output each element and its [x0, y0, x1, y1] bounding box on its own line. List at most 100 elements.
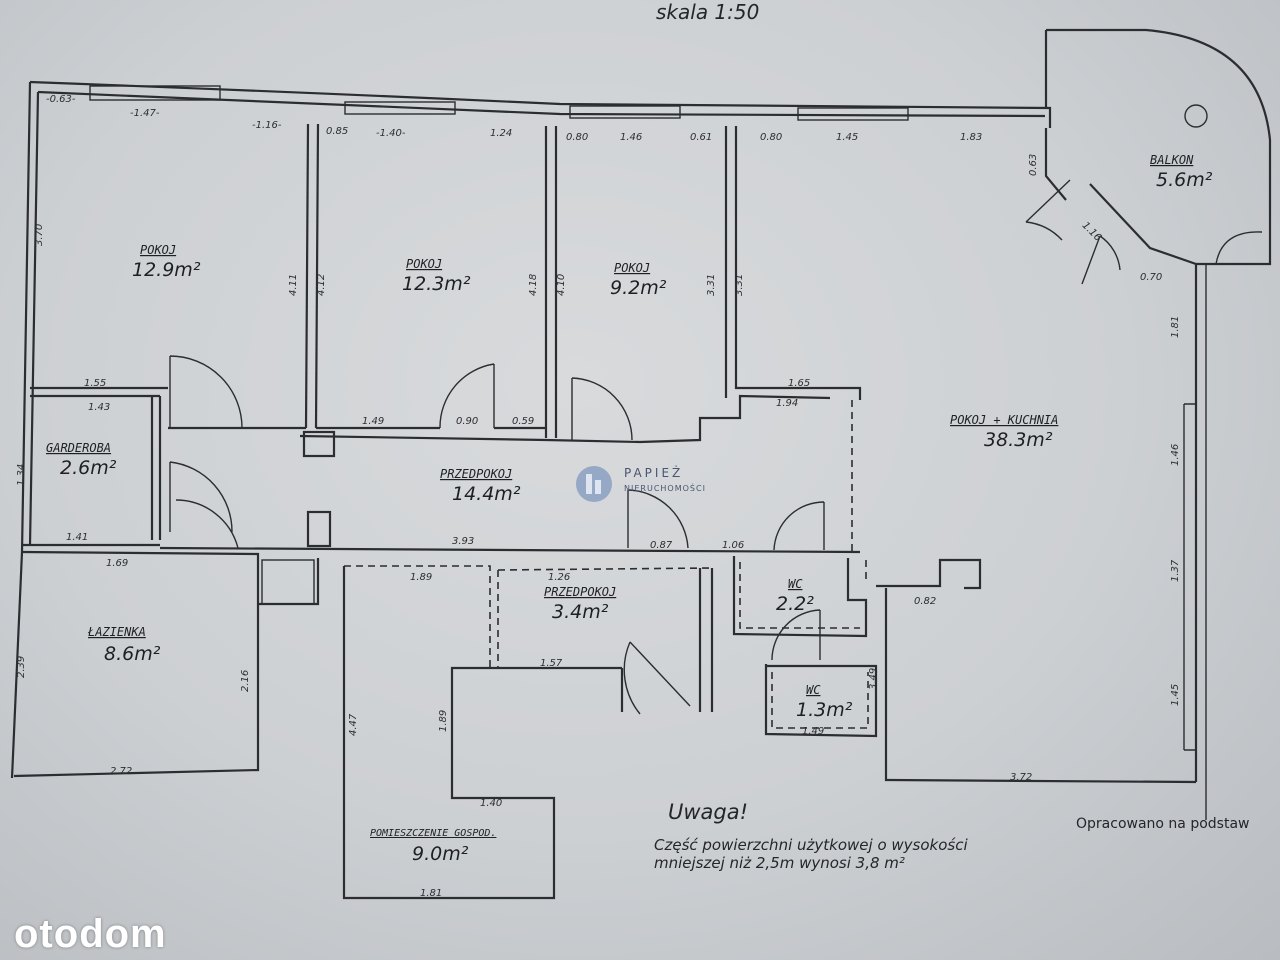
- room-area-przedpokoj-1: 14.4m²: [452, 483, 521, 505]
- dashed-wc2: [771, 672, 869, 729]
- door-wc2: [771, 609, 821, 661]
- room-area-wc-1: 2.2²: [776, 593, 814, 615]
- dim-label: -1.47-: [130, 108, 160, 119]
- dim-label: 1.49: [802, 726, 824, 737]
- dim-label: -1.16-: [252, 120, 282, 131]
- outer-wall-left-inner: [28, 91, 40, 546]
- note-source: Opracowano na podstaw: [1076, 816, 1250, 832]
- room-area-garderoba: 2.6m²: [60, 457, 117, 479]
- room-area-balkon: 5.6m²: [1156, 169, 1213, 191]
- room-area-lazienka: 8.6m²: [104, 643, 161, 665]
- pillar: [306, 510, 332, 548]
- pillar-upper: [302, 430, 336, 458]
- wall-balkon: [1044, 28, 1272, 266]
- dashed-kuchnia: [851, 400, 867, 582]
- room-name-kuchnia: POKOJ + KUCHNIA: [950, 413, 1058, 427]
- wall-lazienka: [13, 550, 320, 778]
- door-garderoba: [169, 461, 233, 533]
- room-area-pokoj-3: 9.2m²: [610, 277, 667, 299]
- room-name-wc-2: WC: [806, 683, 821, 697]
- room-name-przedpokoj-1: PRZEDPOKOJ: [440, 467, 512, 481]
- dim-label: 1.16: [1080, 220, 1104, 244]
- dim-label: 1.26: [548, 572, 570, 583]
- dim-label: 1.89: [438, 710, 449, 732]
- agency-subtitle: NIERUCHOMOŚCI: [624, 484, 706, 493]
- dim-label: 1.81: [1170, 316, 1181, 338]
- outer-wall-top: [29, 80, 1052, 128]
- dim-label: 0.80: [566, 132, 588, 143]
- agency-logo-icon: [576, 466, 612, 502]
- dim-label: 4.18: [528, 274, 539, 296]
- room-area-wc-2: 1.3m²: [796, 699, 853, 721]
- dim-label: -1.40-: [376, 128, 406, 139]
- room-name-balkon: BALKON: [1150, 153, 1194, 167]
- dim-label: 4.10: [556, 274, 567, 296]
- shaft-lazienka: [261, 559, 315, 605]
- window-right: [1183, 403, 1196, 751]
- wall-kuchnia-bottom: [876, 558, 1197, 784]
- dim-label: 1.40: [480, 798, 502, 809]
- wall-corridor-bottom: [159, 546, 861, 554]
- drain-symbol: [1184, 104, 1208, 128]
- room-name-gospod: POMIESZCZENIE GOSPOD.: [370, 828, 496, 839]
- room-name-pokoj-1: POKOJ: [140, 243, 176, 257]
- dim-label: 1.57: [540, 658, 563, 669]
- dim-label: 0.82: [914, 596, 936, 607]
- room-name-garderoba: GARDEROBA: [46, 441, 111, 455]
- dim-label: 1.65: [788, 378, 810, 389]
- window-3: [569, 105, 681, 119]
- dim-label: 4.11: [288, 274, 299, 296]
- note-title: Uwaga!: [668, 800, 749, 824]
- dim-label: 1.94: [776, 398, 798, 409]
- dim-label: 1.41: [66, 532, 88, 543]
- agency-watermark: PAPIEŻ NIERUCHOMOŚCI: [572, 464, 712, 504]
- dim-label: 0.59: [512, 416, 534, 427]
- room-area-pokoj-2: 12.3m²: [402, 273, 471, 295]
- dim-label: 1.34: [16, 464, 27, 486]
- dim-label: 1.89: [410, 572, 432, 583]
- dim-label: 0.87: [650, 540, 673, 551]
- door-lazienka: [175, 499, 239, 549]
- room-name-przedpokoj-2: PRZEDPOKOJ: [544, 585, 616, 599]
- dim-label: 1.24: [490, 128, 512, 139]
- dim-label: 2.16: [240, 670, 251, 692]
- window-2: [344, 101, 456, 115]
- room-area-pokoj-1: 12.9m²: [132, 259, 201, 281]
- balkon-rail: [1205, 231, 1263, 820]
- wall-gospod: [342, 566, 622, 900]
- dim-label: 1.37: [1170, 559, 1181, 582]
- room-area-przedpokoj-2: 3.4m²: [552, 601, 609, 623]
- dim-label: 4.47: [348, 713, 359, 736]
- door-storage: [623, 641, 691, 715]
- dim-label: 0.80: [760, 132, 782, 143]
- dashed-line-gospod: [344, 565, 713, 668]
- dim-label: 1.43: [88, 402, 110, 413]
- dim-label: 1.06: [722, 540, 744, 551]
- window-1: [89, 85, 221, 101]
- wall-kuchnia-left: [734, 126, 862, 400]
- wall-garderoba-right: [150, 396, 162, 540]
- dim-label: 0.61: [690, 132, 712, 143]
- agency-name: PAPIEŻ: [624, 466, 684, 480]
- door-pokoj1: [169, 355, 243, 429]
- dim-label: 3.70: [34, 224, 45, 246]
- dim-label: 1.46: [1170, 444, 1181, 466]
- dim-label: 3.49: [868, 668, 879, 690]
- dim-label: 1.81: [420, 888, 442, 899]
- door-pokoj3: [571, 377, 633, 441]
- room-area-kuchnia: 38.3m²: [984, 429, 1053, 451]
- dim-label: 0.70: [1140, 272, 1162, 283]
- dim-label: 1.45: [836, 132, 858, 143]
- room-name-wc-1: WC: [788, 577, 803, 591]
- wall-corridor-top: [299, 394, 831, 444]
- door-balkon: [1025, 179, 1121, 285]
- dim-label: 2.39: [16, 656, 27, 678]
- dim-label: 3.31: [706, 274, 717, 296]
- dim-label: 1.83: [960, 132, 982, 143]
- dim-label: 1.69: [106, 558, 128, 569]
- wall-pokoj1-bottom: [30, 386, 306, 430]
- dim-label: 2.72: [110, 766, 132, 777]
- outer-wall-top-inner: [37, 90, 1046, 118]
